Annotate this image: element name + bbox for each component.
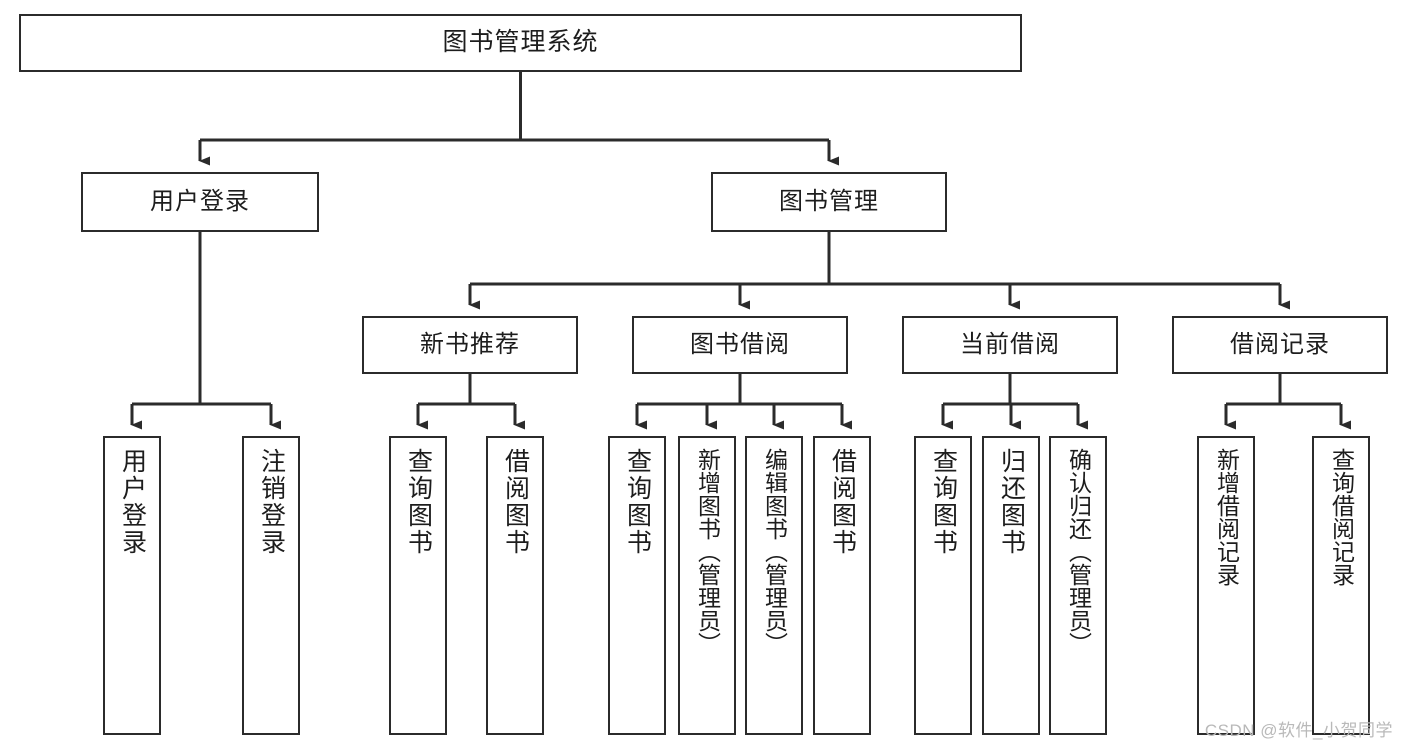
node-leaf-cur-return[interactable]: 归还图书 <box>982 436 1040 735</box>
node-label-current-borrow: 当前借阅 <box>960 330 1060 358</box>
node-label-user-login: 用户登录 <box>150 187 250 215</box>
node-leaf-brw-borrow[interactable]: 借阅图书 <box>813 436 871 735</box>
node-leaf-brw-query[interactable]: 查询图书 <box>608 436 666 735</box>
node-label-leaf-rec-query: 查询图书 <box>404 448 433 556</box>
node-label-book-borrow: 图书借阅 <box>690 330 790 358</box>
node-book-borrow[interactable]: 图书借阅 <box>632 316 848 374</box>
node-label-borrow-record: 借阅记录 <box>1230 330 1330 358</box>
watermark-text: CSDN @软件_小贺同学 <box>1204 721 1393 740</box>
node-leaf-user-login[interactable]: 用户登录 <box>103 436 161 735</box>
node-current-borrow[interactable]: 当前借阅 <box>902 316 1118 374</box>
node-label-leaf-rec-borrow: 借阅图书 <box>501 448 530 556</box>
node-label-root: 图书管理系统 <box>442 28 599 57</box>
node-label-leaf-cur-query: 查询图书 <box>929 448 958 556</box>
node-borrow-record[interactable]: 借阅记录 <box>1172 316 1388 374</box>
node-leaf-cur-query[interactable]: 查询图书 <box>914 436 972 735</box>
node-leaf-cur-confirm[interactable]: 确认归还（管理员） <box>1049 436 1107 735</box>
node-label-leaf-rec-query2: 查询借阅记录 <box>1328 448 1355 586</box>
node-leaf-rec-query[interactable]: 查询图书 <box>389 436 447 735</box>
node-new-book-rec[interactable]: 新书推荐 <box>362 316 578 374</box>
node-label-leaf-brw-edit: 编辑图书（管理员） <box>761 448 788 655</box>
node-root[interactable]: 图书管理系统 <box>19 14 1022 72</box>
node-leaf-rec-query2[interactable]: 查询借阅记录 <box>1312 436 1370 735</box>
node-label-leaf-cur-return: 归还图书 <box>997 448 1026 556</box>
node-leaf-brw-edit[interactable]: 编辑图书（管理员） <box>745 436 803 735</box>
node-label-leaf-user-login: 用户登录 <box>118 448 147 556</box>
node-user-login[interactable]: 用户登录 <box>81 172 319 232</box>
node-leaf-brw-add[interactable]: 新增图书（管理员） <box>678 436 736 735</box>
node-book-manage[interactable]: 图书管理 <box>711 172 947 232</box>
node-label-book-manage: 图书管理 <box>779 187 879 215</box>
node-label-leaf-brw-add: 新增图书（管理员） <box>694 448 721 655</box>
node-label-leaf-brw-borrow: 借阅图书 <box>828 448 857 556</box>
node-leaf-rec-add[interactable]: 新增借阅记录 <box>1197 436 1255 735</box>
node-label-leaf-brw-query: 查询图书 <box>623 448 652 556</box>
node-label-new-book-rec: 新书推荐 <box>420 330 520 358</box>
node-leaf-rec-borrow[interactable]: 借阅图书 <box>486 436 544 735</box>
node-label-leaf-cur-confirm: 确认归还（管理员） <box>1065 448 1092 655</box>
node-leaf-user-logout[interactable]: 注销登录 <box>242 436 300 735</box>
node-label-leaf-rec-add: 新增借阅记录 <box>1213 448 1240 586</box>
node-label-leaf-user-logout: 注销登录 <box>257 448 286 556</box>
